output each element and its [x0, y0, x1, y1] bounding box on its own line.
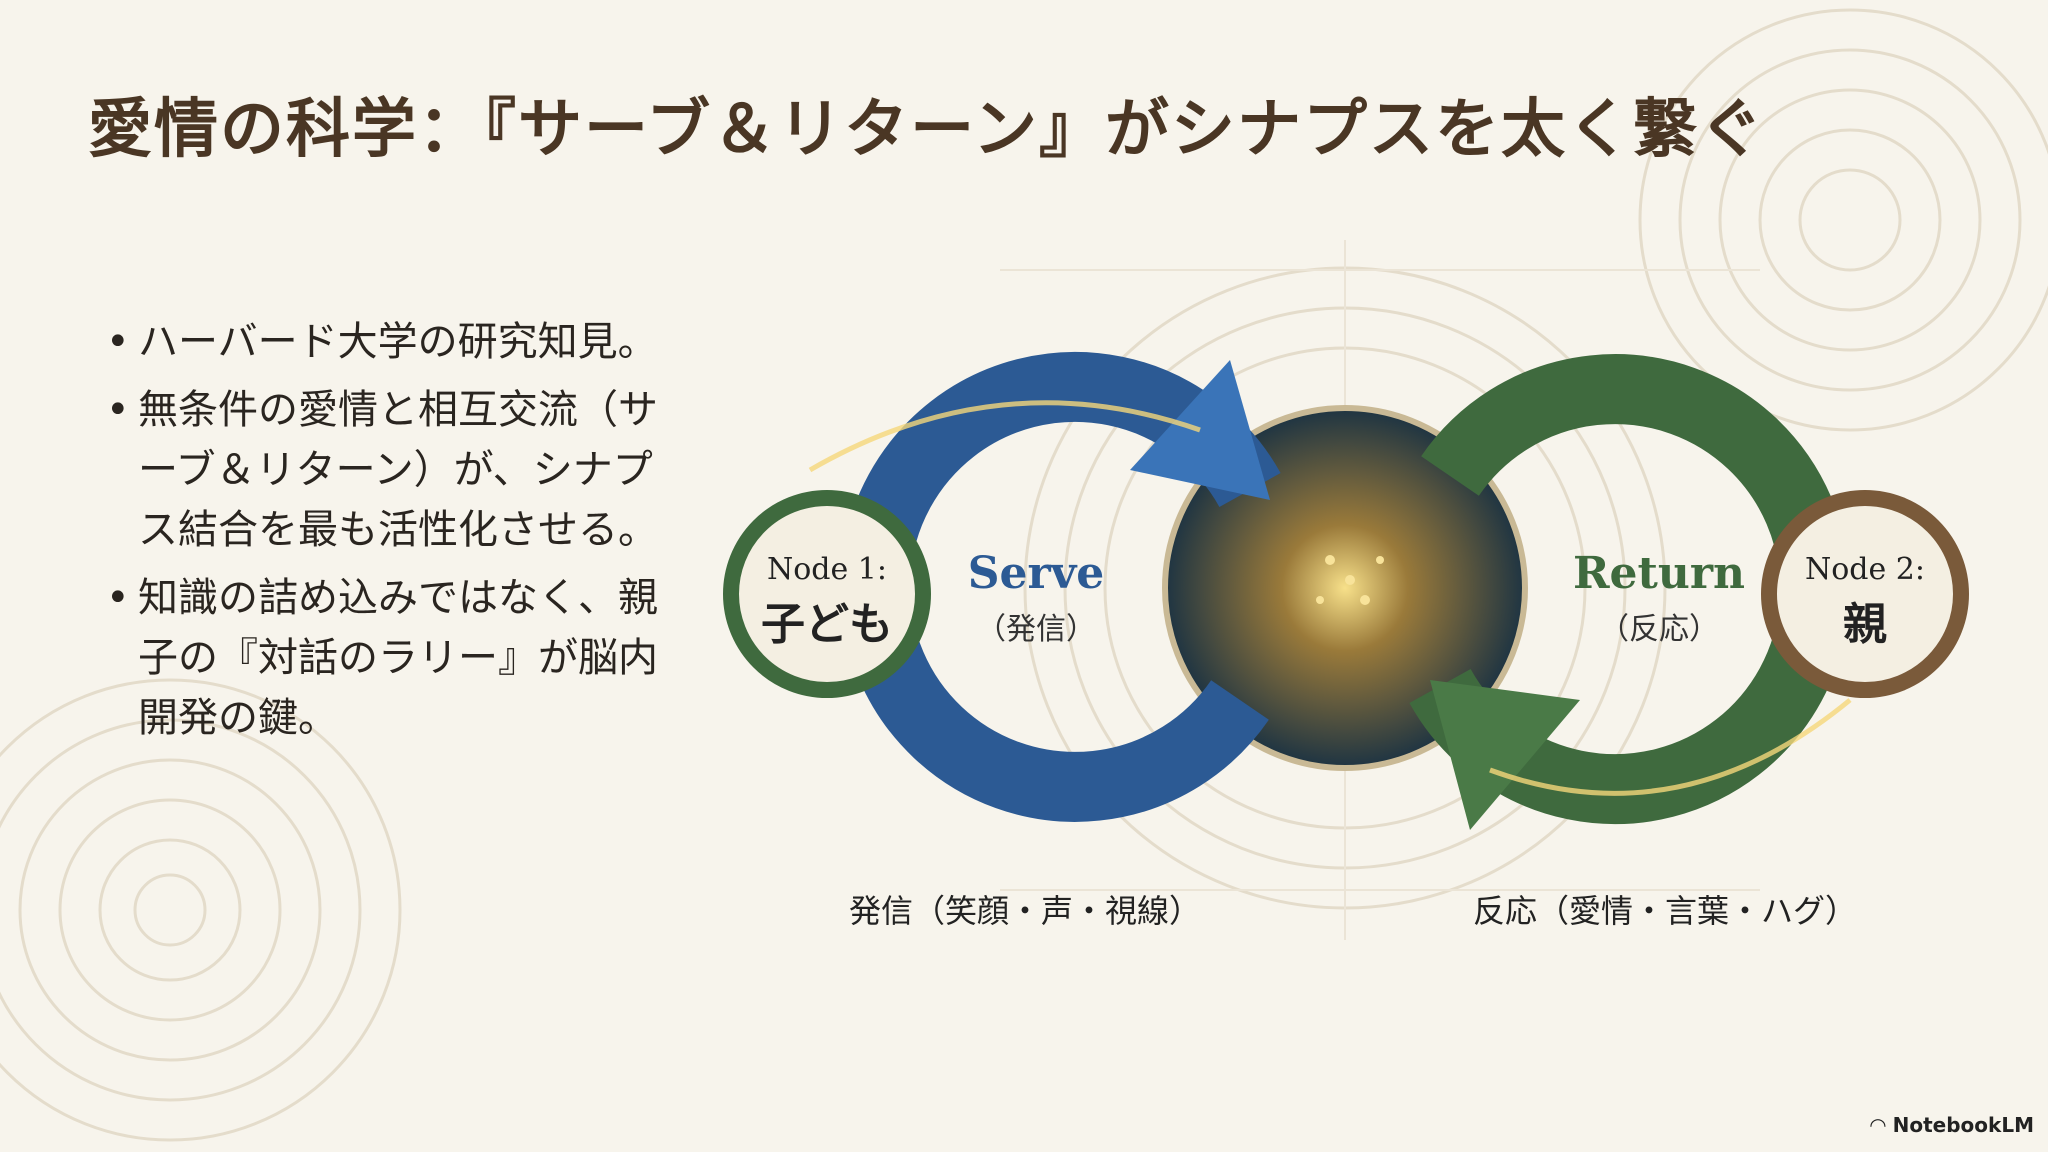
bullet-item: •ハーバード大学の研究知見。: [106, 319, 658, 365]
node2-name: 親: [1843, 599, 1887, 650]
node1-name: 子ども: [761, 599, 893, 650]
synapse-core: [1162, 405, 1528, 771]
bullet-item: •知識の詰め込みではなく、親子の『対話のラリー』が脳内開発の鍵。: [106, 575, 658, 741]
notebooklm-brand: ◠ NotebookLM: [1870, 1113, 2034, 1137]
return-detail: 反応（愛情・言葉・ハグ）: [1472, 892, 1858, 930]
bullet-item: •無条件の愛情と相互交流（サーブ＆リターン）が、シナプス結合を最も活性化させる。: [106, 387, 658, 553]
page-title: 愛情の科学：『サーブ＆リターン』がシナプスを太く繋ぐ: [88, 92, 1765, 167]
serve-label: Serve: [967, 548, 1105, 599]
return-sub: （反応）: [1599, 612, 1719, 647]
node2-circle: [1761, 490, 1969, 698]
node1-circle: [723, 490, 931, 698]
return-label: Return: [1572, 548, 1746, 599]
notebooklm-logo-icon: ◠: [1870, 1113, 1893, 1137]
node2-title: Node 2:: [1805, 552, 1925, 587]
serve-detail: 発信（笑顔・声・視線）: [848, 892, 1202, 930]
serve-sub: （発信）: [976, 612, 1096, 647]
bullet-list: •ハーバード大学の研究知見。 •無条件の愛情と相互交流（サーブ＆リターン）が、シ…: [100, 312, 660, 756]
node1-title: Node 1:: [767, 552, 887, 587]
return-arrowhead: [1430, 680, 1580, 830]
